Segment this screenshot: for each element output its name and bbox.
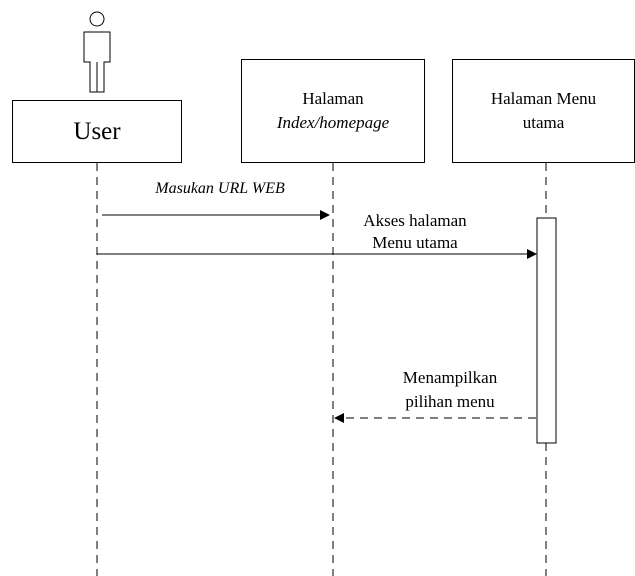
participant-index-line1: Halaman bbox=[302, 89, 364, 108]
participant-user-box: User bbox=[12, 100, 182, 163]
participant-menu-line1: Halaman Menu bbox=[490, 89, 597, 108]
message-3-label-line2: pilihan menu bbox=[405, 392, 495, 411]
participant-menu-box: Halaman Menu utama bbox=[452, 59, 635, 163]
participant-user-label: User bbox=[73, 118, 121, 145]
participant-menu-line2: utama bbox=[522, 113, 565, 132]
message-2-label-line2: Menu utama bbox=[372, 233, 458, 252]
message-3-label-line1: Menampilkan bbox=[402, 368, 498, 387]
actor-icon bbox=[83, 11, 111, 93]
participant-index-line2: Index/homepage bbox=[276, 113, 390, 132]
activation-bar bbox=[536, 217, 557, 444]
participant-index-box: Halaman Index/homepage bbox=[241, 59, 425, 163]
message-1-label: Masukan URL WEB bbox=[155, 180, 285, 197]
message-2-label-line1: Akses halaman bbox=[363, 211, 467, 230]
